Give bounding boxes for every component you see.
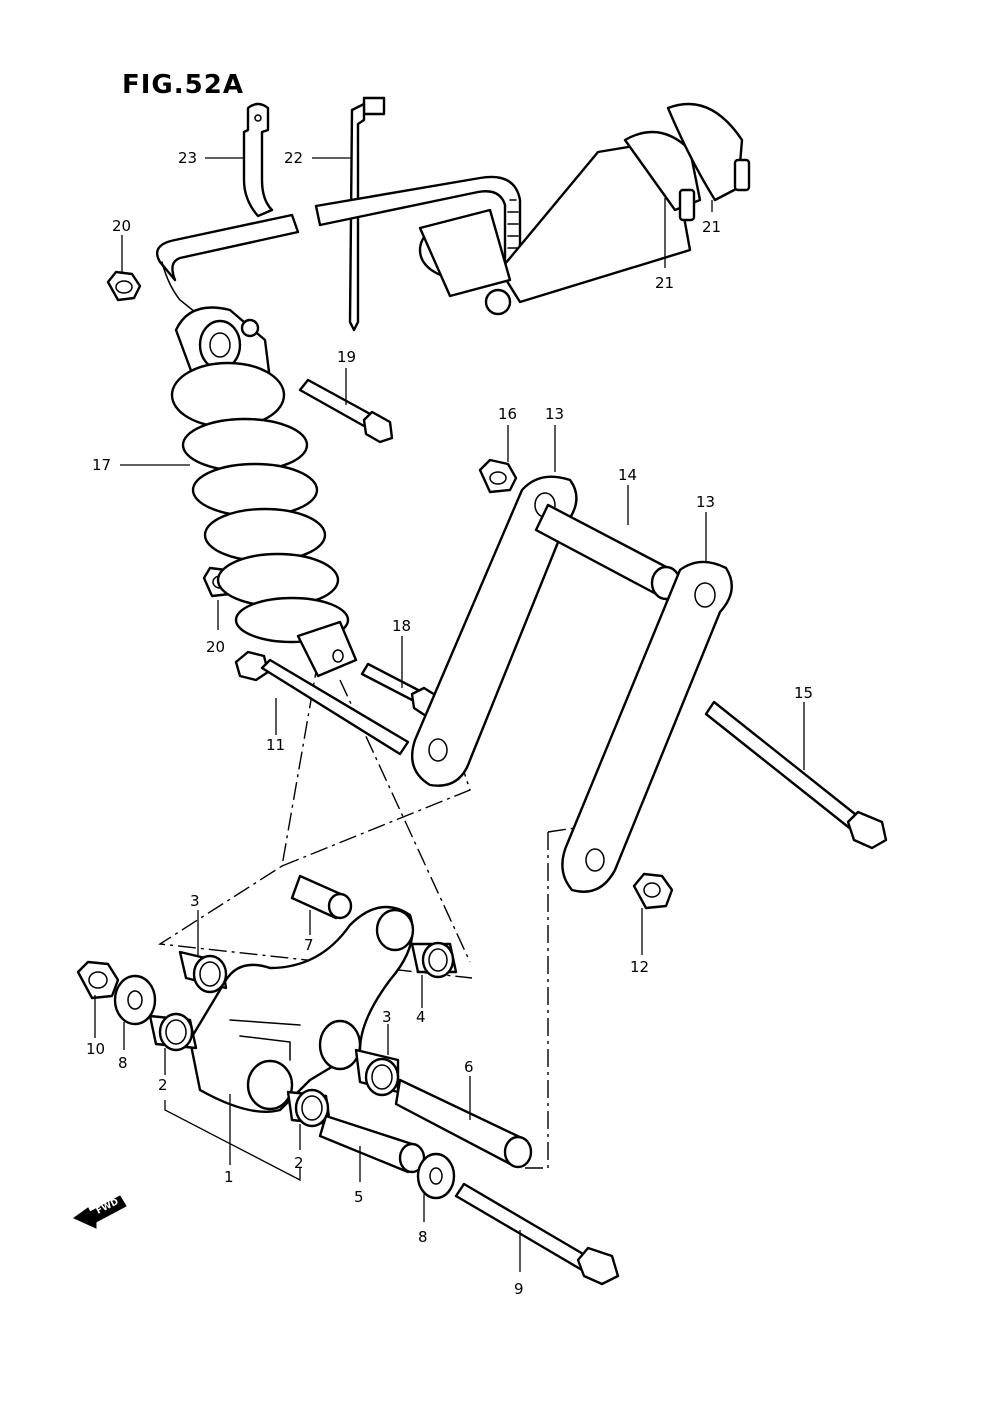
bolt-part-11 [234,650,410,756]
nut-part-10 [76,960,120,1038]
bearing-part-2-lower [286,1088,332,1150]
callout-21-right: 21 [702,218,721,236]
nut-part-12 [632,872,674,955]
bolt-part-9 [454,1182,620,1286]
callout-2-lower: 2 [294,1154,304,1172]
cushion-rod-part-13-rear [410,425,578,787]
callout-13-rear: 13 [545,405,564,423]
cushion-lever-part-1 [164,905,415,1182]
callout-23: 23 [178,149,197,167]
callout-15: 15 [794,684,813,702]
callout-9: 9 [514,1280,524,1298]
callout-7: 7 [304,936,314,954]
reservoir-tank [418,102,751,316]
bolt-part-18 [360,636,442,718]
callout-13-front: 13 [696,493,715,511]
callout-21-left: 21 [655,274,674,292]
washer-part-8-left [113,974,157,1050]
bearing-part-2-upper [148,1012,198,1075]
callout-16: 16 [498,405,517,423]
callout-4: 4 [416,1008,426,1026]
callout-3-lower: 3 [382,1008,392,1026]
bearing-part-3-upper [178,910,228,994]
callout-2-upper: 2 [158,1076,168,1094]
washer-part-8-right [416,1152,456,1222]
callout-3-upper: 3 [190,892,200,910]
callout-1: 1 [224,1168,234,1186]
hose-clip-part-23 [205,102,274,218]
nut-part-20-upper [106,235,142,302]
bearing-part-4 [410,941,458,1008]
figure-title: FIG.52A [122,70,244,100]
callout-10: 10 [86,1040,105,1058]
bearing-part-3-lower [354,1024,400,1097]
callout-5: 5 [354,1188,364,1206]
callout-6: 6 [464,1058,474,1076]
rear-shock-absorber-part-17 [120,306,358,678]
callout-17: 17 [92,456,111,474]
spacer-part-5 [318,1114,426,1182]
callout-14: 14 [618,466,637,484]
callout-labels: 23 22 20 21 21 19 16 13 17 14 13 18 20 1… [86,149,813,1298]
spacer-part-7 [290,874,353,935]
forward-direction-arrow: FWD [73,1195,127,1229]
bolt-part-15 [704,700,888,850]
spacer-part-6 [394,1076,533,1169]
callout-12: 12 [630,958,649,976]
callout-18: 18 [392,617,411,635]
callout-22: 22 [284,149,303,167]
callout-8-left: 8 [118,1054,128,1072]
callout-20-upper: 20 [112,217,131,235]
bolt-part-19 [298,368,394,444]
nut-part-16 [478,425,518,494]
callout-20-lower: 20 [206,638,225,656]
callout-8-right: 8 [418,1228,428,1246]
callout-19: 19 [337,348,356,366]
callout-11: 11 [266,736,285,754]
cushion-rod-part-13-front [561,512,733,893]
